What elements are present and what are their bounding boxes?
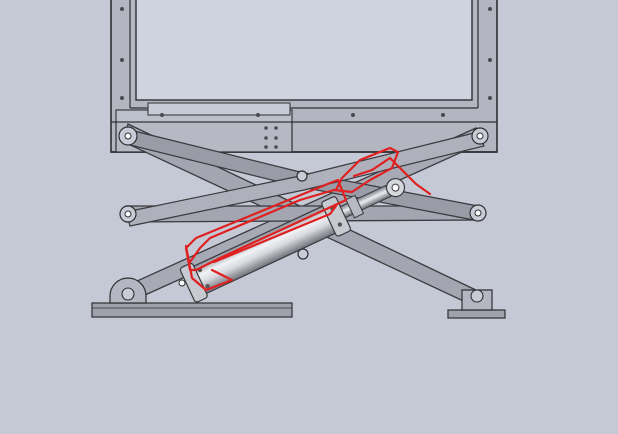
upper-frame: [110, 0, 498, 153]
annotation-outline-inner: [188, 146, 400, 264]
frame-inner-panel: [135, 0, 473, 101]
rod-collar: [345, 194, 365, 219]
pivot-center-top: [296, 170, 308, 182]
base-left-plate: [91, 302, 293, 318]
base-right-plate: [447, 309, 506, 319]
annotation-box-left: [184, 244, 234, 292]
frame-screws: [120, 7, 492, 149]
annotation-loop-right: [352, 156, 432, 196]
hydraulic-cylinder: [179, 177, 406, 303]
cylinder-end-cap-left: [179, 262, 208, 303]
track-plate: [147, 102, 291, 116]
annotation-outline-outer: [184, 178, 348, 272]
annotation-arrow-stroke: [212, 204, 338, 264]
base-right: [447, 289, 506, 319]
red-annotation-marks: [184, 146, 432, 292]
base-left: [91, 277, 293, 318]
